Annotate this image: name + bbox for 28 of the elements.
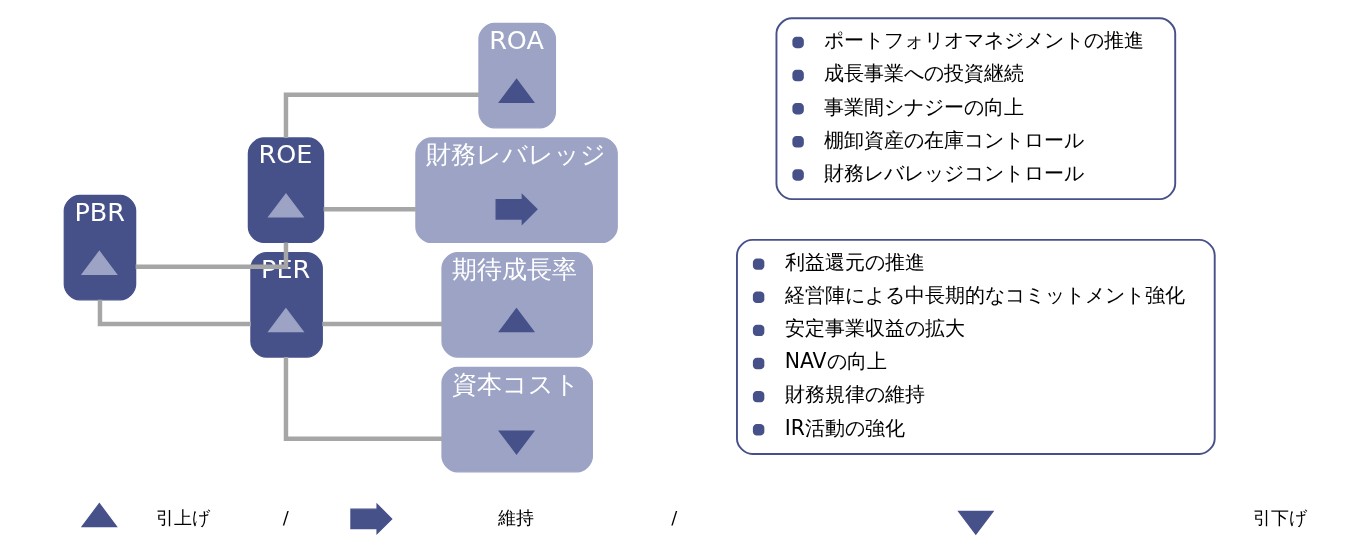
node-box: ポートフォリオマネジメントの推進 成長事業への投資継続 事業間シナジーの向上 棚卸資産の在庫コントロール 財務レバレッジコントロール bbox=[775, 17, 1176, 201]
connector bbox=[323, 207, 416, 212]
cluster: 期待成長率 bbox=[440, 252, 593, 358]
cluster: PBR bbox=[63, 194, 136, 301]
node-arrow bbox=[349, 502, 393, 536]
node-arrow bbox=[80, 502, 118, 528]
cluster: ROE bbox=[247, 137, 324, 244]
cluster: ROA bbox=[477, 22, 556, 129]
node-box: 利益還元の推進 経営陣による中長期的なコミットメント強化 安定事業収益の拡大 NAVの向上 財務規律の維持 IR活動の強化 bbox=[735, 238, 1216, 455]
node-arrow bbox=[495, 193, 538, 226]
node-arrow bbox=[80, 250, 118, 275]
node-arrow bbox=[497, 430, 535, 455]
cluster: 財務レバレッジ bbox=[414, 137, 618, 244]
legend-label: 引上げ bbox=[155, 506, 210, 528]
node-arrow bbox=[497, 78, 535, 103]
node-arrow bbox=[497, 307, 535, 333]
connector bbox=[135, 242, 288, 269]
node-arrow bbox=[267, 193, 304, 218]
node-arrow bbox=[267, 307, 304, 333]
label: / bbox=[670, 506, 677, 528]
connector bbox=[283, 357, 442, 441]
connector bbox=[283, 92, 479, 138]
connector bbox=[321, 321, 442, 327]
legend-label: 引下げ bbox=[1252, 506, 1307, 528]
label: / bbox=[282, 506, 289, 528]
node-arrow bbox=[956, 510, 994, 536]
cluster: 資本コスト bbox=[440, 366, 593, 473]
legend-label: 維持 bbox=[497, 506, 534, 528]
